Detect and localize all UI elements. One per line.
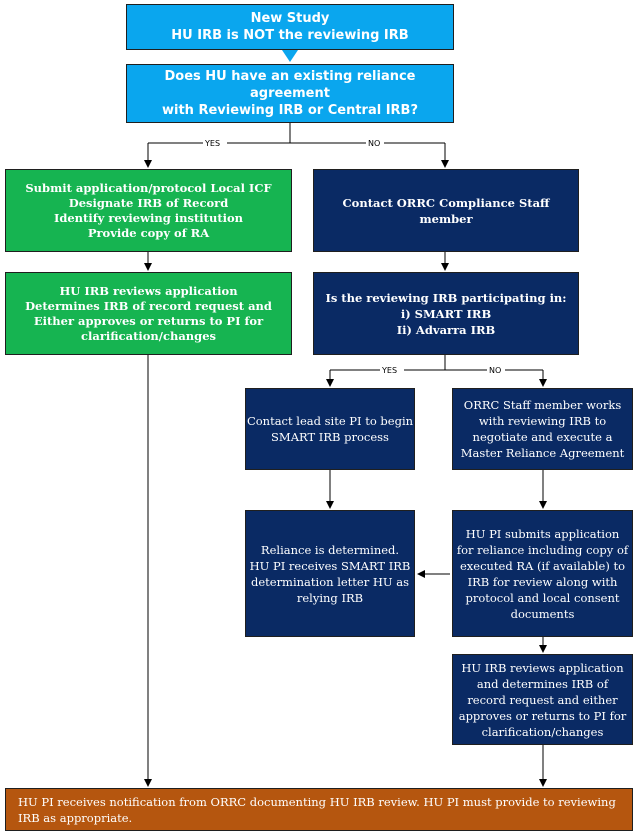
submit-application-box: Submit application/protocol Local ICF De… (5, 169, 292, 252)
reliance-determined-text: Reliance is determined. HU PI receives S… (249, 542, 411, 605)
new-study-text: New Study HU IRB is NOT the reviewing IR… (171, 11, 409, 43)
orrc-staff-works-box: ORRC Staff member works with reviewing I… (452, 388, 633, 470)
reliance-determined-box: Reliance is determined. HU PI receives S… (245, 510, 415, 637)
submit-application-text: Submit application/protocol Local ICF De… (25, 180, 272, 240)
final-notification-box: HU PI receives notification from ORRC do… (5, 788, 633, 831)
contact-orrc-box: Contact ORRC Compliance Staff member (313, 169, 579, 252)
new-study-box: New Study HU IRB is NOT the reviewing IR… (126, 4, 454, 50)
yes-label: YES (381, 366, 397, 375)
contact-lead-site-text: Contact lead site PI to begin SMART IRB … (246, 414, 414, 444)
hu-irb-reviews-text: HU IRB reviews application Determines IR… (25, 283, 272, 343)
no-label: NO (368, 139, 380, 148)
participating-question-text: Is the reviewing IRB participating in: i… (325, 290, 567, 337)
start-arrow-icon (282, 50, 298, 62)
contact-orrc-text: Contact ORRC Compliance Staff member (342, 195, 550, 226)
hu-pi-submits-text: HU PI submits application for reliance i… (456, 526, 629, 621)
yes-label: YES (204, 139, 220, 148)
reliance-question-box: Does HU have an existing reliance agreem… (126, 64, 454, 123)
hu-pi-submits-box: HU PI submits application for reliance i… (452, 510, 633, 637)
reliance-question-text: Does HU have an existing reliance agreem… (161, 69, 419, 118)
orrc-staff-works-text: ORRC Staff member works with reviewing I… (460, 398, 625, 460)
hu-irb-reviews-2-text: HU IRB reviews application and determine… (458, 660, 627, 739)
no-label: NO (489, 366, 501, 375)
hu-irb-reviews-2-box: HU IRB reviews application and determine… (452, 654, 633, 745)
final-notification-text: HU PI receives notification from ORRC do… (18, 794, 616, 825)
participating-question-box: Is the reviewing IRB participating in: i… (313, 272, 579, 355)
contact-lead-site-box: Contact lead site PI to begin SMART IRB … (245, 388, 415, 470)
hu-irb-reviews-box: HU IRB reviews application Determines IR… (5, 272, 292, 355)
